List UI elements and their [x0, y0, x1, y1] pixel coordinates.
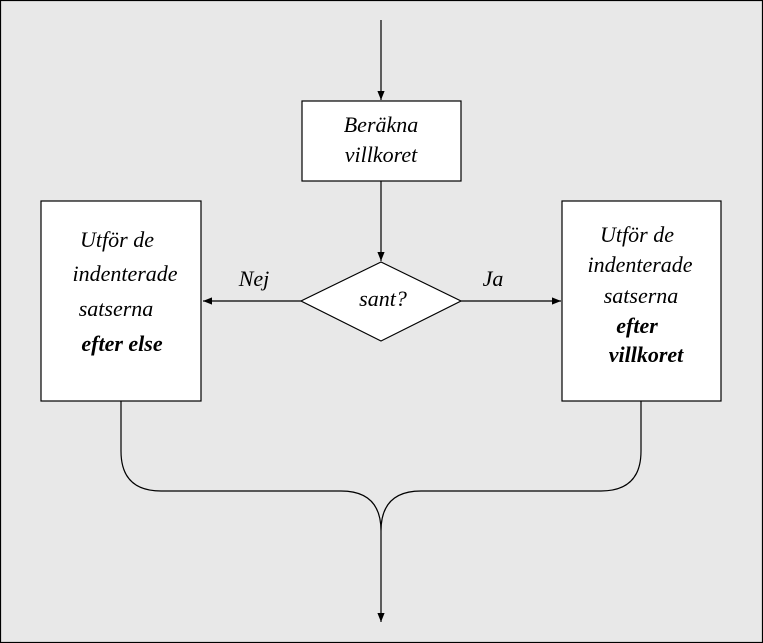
else-box-line2: indenterade — [72, 261, 177, 286]
else-box-line4: efter else — [81, 331, 162, 356]
no-branch-label: Nej — [238, 266, 270, 291]
if-statements-box — [561, 200, 722, 402]
if-box-line2: indenterade — [587, 252, 692, 277]
yes-branch-label: Ja — [483, 266, 504, 291]
else-box-line1: Utför de — [80, 227, 154, 252]
compute-box-line1: Beräkna — [344, 112, 419, 137]
if-box-line5: villkoret — [609, 342, 684, 367]
if-box-line4: efter — [616, 313, 658, 338]
if-box-line3: satserna — [604, 283, 679, 308]
else-statements-box — [40, 200, 202, 402]
compute-condition-box — [301, 100, 462, 182]
else-box-line3: satserna — [79, 296, 154, 321]
compute-box-line2: villkoret — [345, 142, 418, 167]
if-box-line1: Utför de — [600, 222, 674, 247]
decision-label: sant? — [359, 286, 407, 311]
decision-diamond — [299, 261, 463, 342]
